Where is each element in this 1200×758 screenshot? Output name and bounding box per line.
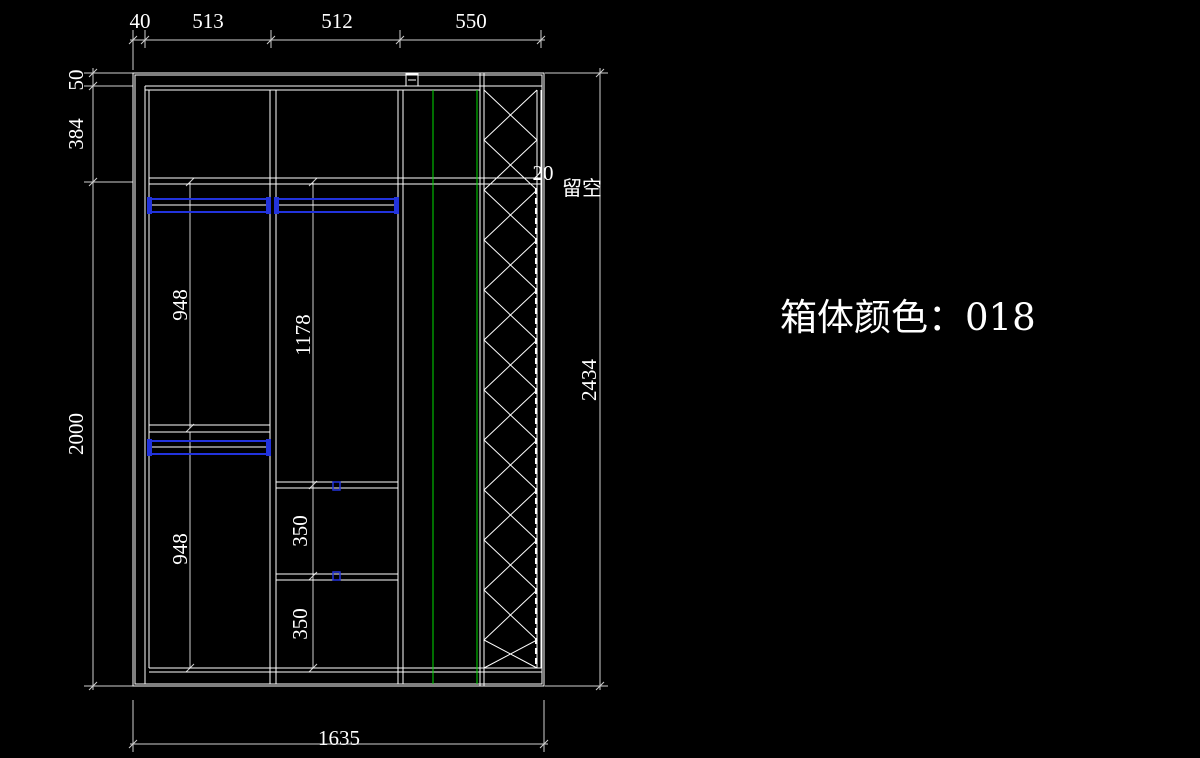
- internal-dimension-labels: 948 948 1178 350 350: [168, 289, 315, 640]
- dim-top-1: 513: [192, 9, 224, 33]
- drawer-handles: [332, 481, 341, 581]
- cabinet-carcass: [132, 72, 545, 687]
- dim-left-bay-upper: 948: [168, 289, 192, 321]
- dim-left-bay-lower: 948: [168, 533, 192, 565]
- dim-middle-bay-hanging: 1178: [291, 314, 315, 355]
- dim-middle-bay-drawer-2: 350: [288, 608, 312, 640]
- hanging-rods: [147, 197, 399, 456]
- dim-left-0: 50: [64, 70, 88, 91]
- hanging-rod-upper-middle: [274, 197, 399, 214]
- dim-middle-bay-drawer-1: 350: [288, 515, 312, 547]
- box-color-note: 箱体颜色：018: [780, 296, 1036, 339]
- drawer-handle-icon: [332, 571, 341, 581]
- left-dimension-labels: 50 384 2000: [64, 70, 88, 456]
- dim-top-2: 512: [321, 9, 353, 33]
- dim-left-1: 384: [64, 118, 88, 150]
- dim-top-0: 40: [130, 9, 151, 33]
- gap-label: 留空: [562, 176, 602, 200]
- dim-top-3: 550: [455, 9, 487, 33]
- hanging-rod-lower-left: [147, 439, 271, 456]
- dim-right-total: 2434: [577, 359, 601, 402]
- dim-left-2: 2000: [64, 413, 88, 455]
- side-panel-hatch: [483, 89, 538, 669]
- drawer-handle-icon: [332, 481, 341, 491]
- dim-gap: 20: [533, 161, 554, 185]
- dimension-lines: [84, 30, 608, 752]
- dim-bottom-total: 1635: [318, 726, 360, 750]
- sliding-door-tracks: [432, 90, 478, 684]
- hanging-rod-upper-left: [147, 197, 271, 214]
- top-dimension-labels: 40 513 512 550: [130, 9, 487, 33]
